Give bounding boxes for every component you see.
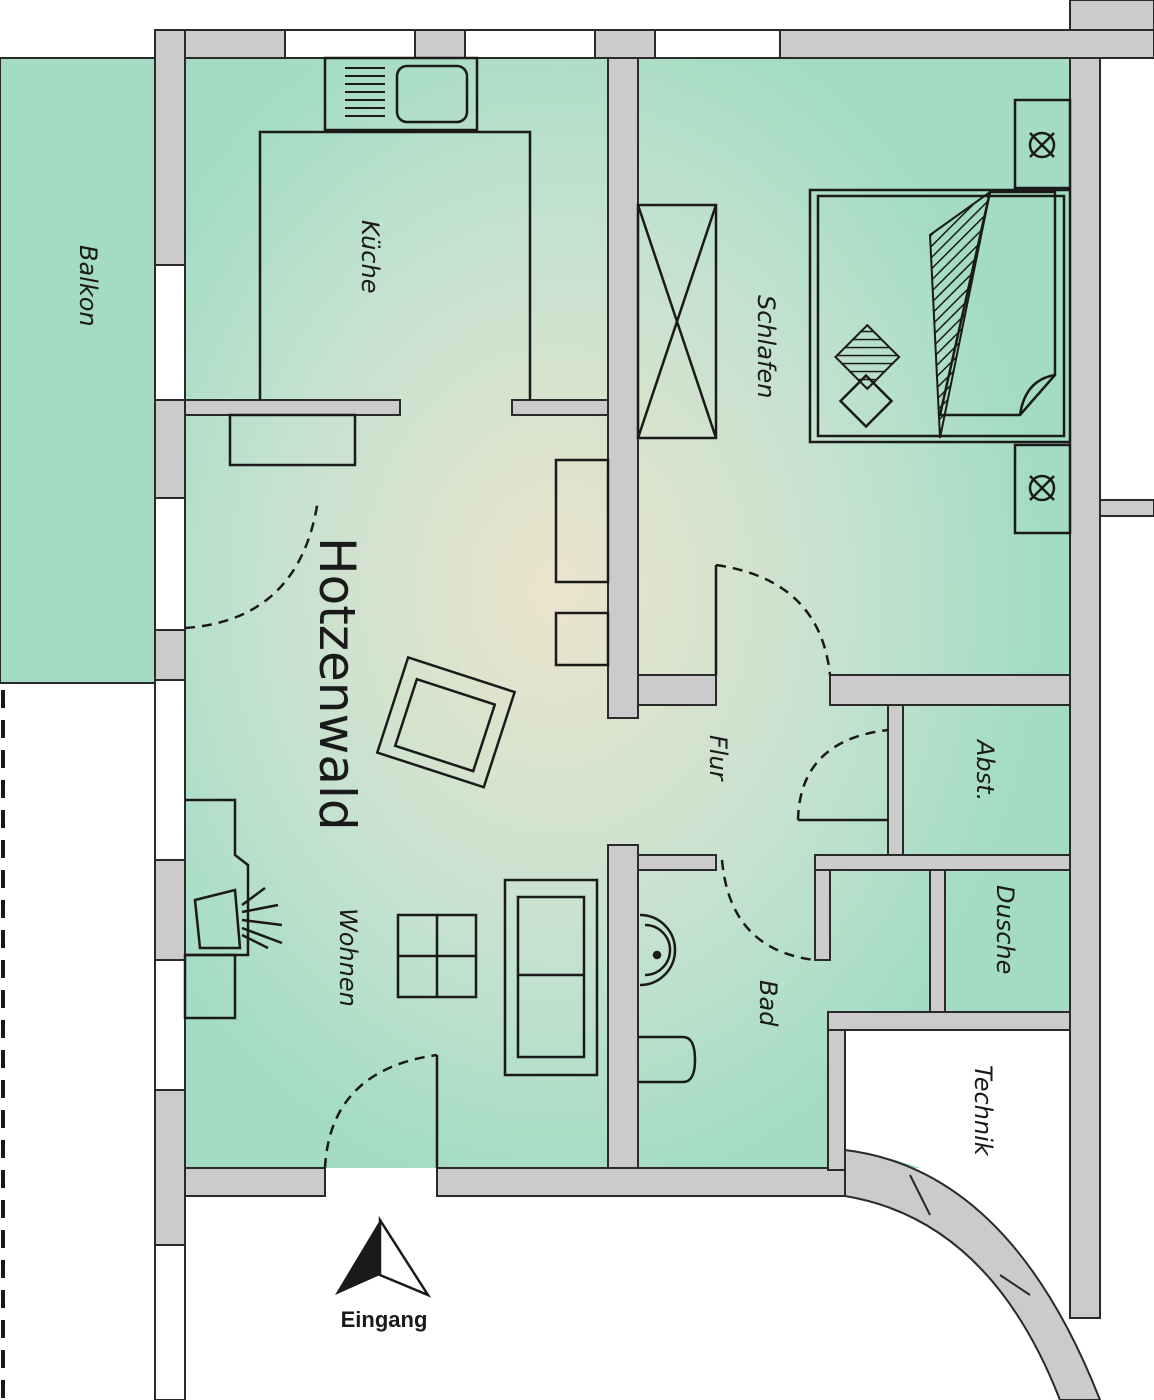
room-label-technik: Technik xyxy=(969,1065,997,1157)
room-label-abst: Abst. xyxy=(971,738,999,801)
wall-curved-joint-2 xyxy=(999,1274,1031,1296)
stove-grate-icon xyxy=(345,67,385,117)
wall-abst-bottom xyxy=(814,854,1071,871)
hall-bench xyxy=(554,611,610,667)
lamp-icon xyxy=(1028,131,1056,159)
window-left-2 xyxy=(154,679,186,861)
wall-technik-top xyxy=(827,1011,1071,1031)
abst-door-swing[interactable] xyxy=(796,728,889,821)
nightstand-1 xyxy=(1013,98,1072,190)
wall-bath-top xyxy=(637,854,717,871)
hall-cabinet xyxy=(554,458,610,584)
entrance-door-swing[interactable] xyxy=(323,1053,438,1169)
wardrobe-cross-icon xyxy=(636,204,718,439)
room-label-wohnen: Wohnen xyxy=(334,908,362,1007)
wall-bedroom-bottom-right xyxy=(829,674,1071,706)
toilet-icon xyxy=(638,1035,697,1084)
washbasin-icon xyxy=(639,913,677,987)
window-left-3 xyxy=(154,959,186,1091)
balcony-floor xyxy=(0,57,156,684)
window-left-4 xyxy=(154,1244,186,1400)
wall-shower-left xyxy=(929,869,946,1013)
entrance-label: Eingang xyxy=(341,1307,428,1332)
technik-room xyxy=(845,1030,1070,1300)
coffee-table xyxy=(396,913,478,999)
blanket xyxy=(938,190,1057,417)
entrance-arrow-icon xyxy=(335,1215,432,1298)
apartment-name: Hotzenwald xyxy=(308,537,366,831)
window-left-1 xyxy=(154,264,186,401)
bedroom-door-swing[interactable] xyxy=(715,563,832,676)
room-label-balkon: Balkon xyxy=(74,245,102,327)
room-label-kueche: Küche xyxy=(356,220,384,293)
bed xyxy=(808,188,1072,444)
balcony-door[interactable] xyxy=(154,497,186,631)
wall-technik-left xyxy=(827,1029,846,1171)
wall-right xyxy=(1069,57,1101,1319)
wall-bottom xyxy=(436,1167,846,1197)
wardrobe xyxy=(636,203,718,440)
wall-bedroom-bottom-left xyxy=(637,674,717,706)
wall-bath-divider xyxy=(814,869,831,961)
bath-door-swing[interactable] xyxy=(720,859,816,962)
desk xyxy=(183,798,250,1020)
room-label-bad: Bad xyxy=(754,980,782,1027)
wall-right-stub xyxy=(1099,499,1154,517)
window-top-1 xyxy=(284,29,416,59)
wall-abst-left xyxy=(887,704,904,856)
wall-curved xyxy=(844,1148,1102,1400)
sink-icon xyxy=(395,64,469,124)
wall-bath-left xyxy=(607,844,639,1169)
lamp-icon xyxy=(1028,474,1056,502)
kitchen-cabinet xyxy=(228,413,357,467)
window-top-2 xyxy=(464,29,596,59)
sofa xyxy=(503,878,599,1077)
armchair xyxy=(375,655,517,789)
wall-kitchen-bottom-left xyxy=(184,399,401,416)
room-label-schlafen: Schlafen xyxy=(752,295,780,398)
wall-bottom-left xyxy=(184,1167,326,1197)
wall-top-right xyxy=(1069,0,1154,31)
wall-kitchen-bottom-right xyxy=(511,399,609,416)
tv-signal-icon xyxy=(241,886,283,950)
window-top-3 xyxy=(654,29,781,59)
pillow xyxy=(838,373,894,429)
balcony-door-swing[interactable] xyxy=(184,499,320,630)
wall-kitchen-bedroom xyxy=(607,57,639,719)
pillow-hatched xyxy=(834,323,901,391)
wall-curved-joint-1 xyxy=(909,1174,931,1216)
kitchen-counter xyxy=(258,130,532,400)
nightstand-2 xyxy=(1013,443,1072,535)
room-label-dusche: Dusche xyxy=(991,885,1019,974)
room-label-flur: Flur xyxy=(704,735,732,783)
stove xyxy=(323,56,479,132)
blanket-corner xyxy=(1018,373,1056,416)
